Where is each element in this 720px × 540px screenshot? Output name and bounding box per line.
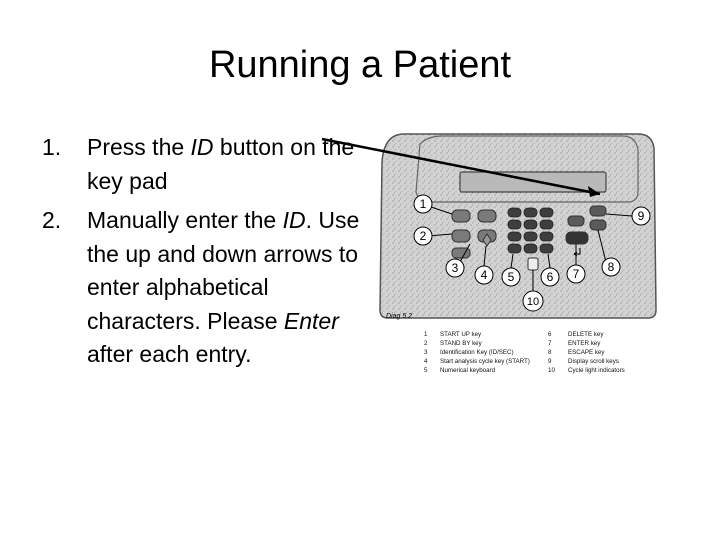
legend-number: 9 xyxy=(548,358,552,365)
legend-item: Numerical keyboard xyxy=(440,367,496,374)
figure-caption: Diag 5.2 xyxy=(386,313,412,320)
legend-item: ESCAPE key xyxy=(568,349,605,356)
legend-item: Identification Key (ID/SEC) xyxy=(440,349,514,356)
callout-9: 9 xyxy=(605,206,651,226)
svg-text:6: 6 xyxy=(547,270,554,284)
svg-text:3: 3 xyxy=(452,261,459,275)
legend-item: STAND BY key xyxy=(440,340,483,347)
callout-5: 5 xyxy=(501,253,521,287)
callout-6: 6 xyxy=(540,253,560,287)
legend-item: Display scroll keys xyxy=(568,358,619,365)
step-text: . Use the up and down arrows to enter al… xyxy=(87,207,360,334)
display-screen xyxy=(459,171,607,193)
callout-8: 8 xyxy=(597,229,621,277)
legend-number: 4 xyxy=(424,358,428,365)
figure-legend: 1 START UP key 2 STAND BY key 3 Identificat… xyxy=(424,331,625,374)
step-text: Press the xyxy=(87,134,191,160)
callout-10: 10 xyxy=(522,270,544,312)
legend-item: DELETE key xyxy=(568,331,604,338)
svg-text:1: 1 xyxy=(420,197,427,211)
step-number: 1. xyxy=(42,134,62,160)
legend-number: 6 xyxy=(548,331,552,338)
step-text-italic: ID xyxy=(282,207,306,233)
left-keys xyxy=(451,209,497,259)
callout-group: 1 2 3 4 5 6 7 8 9 10 xyxy=(413,194,651,312)
legend-number: 3 xyxy=(424,349,428,356)
step-2: 2. Manually enter the ID. Use the up and… xyxy=(42,204,362,372)
step-text-italic: Enter xyxy=(283,307,339,334)
svg-text:4: 4 xyxy=(481,268,488,282)
svg-text:5: 5 xyxy=(508,270,515,284)
svg-text:8: 8 xyxy=(608,260,615,274)
legend-number: 2 xyxy=(424,340,428,347)
step-number: 2. xyxy=(42,207,62,233)
step-text: Manually enter the xyxy=(87,207,283,233)
legend-number: 1 xyxy=(424,331,428,338)
callout-2: 2 xyxy=(413,226,453,246)
svg-text:10: 10 xyxy=(527,296,539,308)
legend-item: Start analysis cycle key (START) xyxy=(440,358,530,365)
callout-4: 4 xyxy=(474,245,494,285)
callout-7: 7 xyxy=(566,244,586,284)
svg-text:2: 2 xyxy=(420,229,427,243)
numeric-keypad xyxy=(507,207,554,254)
cycle-light xyxy=(527,257,539,271)
legend-number: 10 xyxy=(548,367,555,374)
legend-number: 7 xyxy=(548,340,552,347)
step-text: after each entry. xyxy=(87,341,252,367)
callout-1: 1 xyxy=(413,194,453,215)
step-text-italic: ID xyxy=(190,134,214,160)
instruction-list: 1. Press the ID button on the key pad 2.… xyxy=(42,131,362,378)
svg-text:7: 7 xyxy=(573,267,580,281)
step-1: 1. Press the ID button on the key pad xyxy=(42,131,362,198)
legend-item: Cycle light indicators xyxy=(568,367,625,374)
svg-text:9: 9 xyxy=(638,209,645,223)
legend-item: ENTER key xyxy=(568,340,601,347)
legend-number: 8 xyxy=(548,349,552,356)
legend-number: 5 xyxy=(424,367,428,374)
slide-title: Running a Patient xyxy=(208,44,512,86)
callout-3: 3 xyxy=(445,243,471,278)
legend-item: START UP key xyxy=(440,331,482,338)
